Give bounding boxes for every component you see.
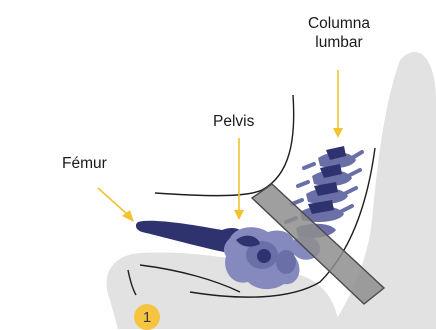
pointer-arrows: [98, 70, 343, 222]
arrow-pelvis-head: [234, 210, 244, 220]
lumbar-spine-label-line-1: Columna: [296, 14, 382, 33]
lumbar-spine-label: Columna lumbar: [296, 14, 382, 53]
step-number-badge: 1: [134, 304, 160, 330]
lumbar-spine-label-line-2: lumbar: [296, 33, 382, 52]
arrow-lumbar-head: [333, 128, 343, 138]
arrow-femur: [98, 188, 128, 215]
femur-label: Fémur: [62, 154, 107, 173]
pelvis-label: Pelvis: [213, 112, 254, 131]
